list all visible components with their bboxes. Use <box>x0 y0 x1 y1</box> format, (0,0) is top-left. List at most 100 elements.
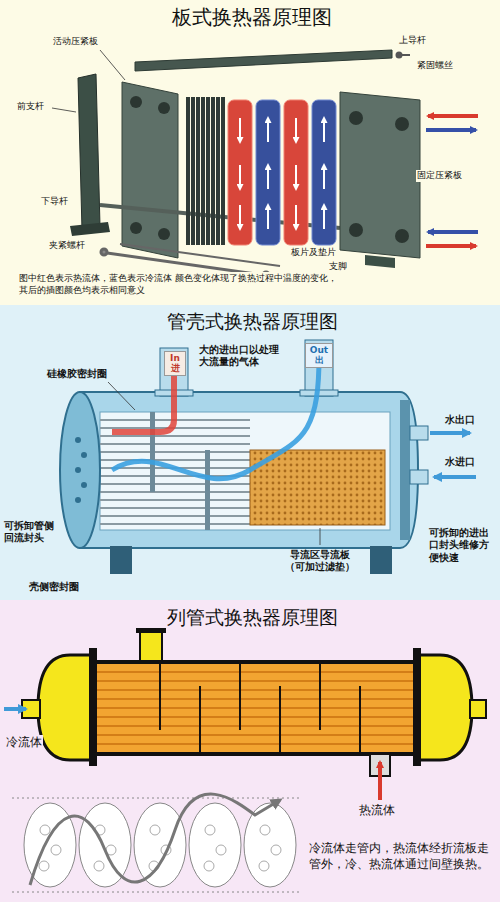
panel-title: 管壳式换热器原理图 <box>2 309 500 334</box>
plate-pack <box>211 97 215 245</box>
end-cap <box>60 392 100 548</box>
port-tag: In 进 <box>164 351 186 376</box>
leg <box>110 546 132 574</box>
spiral-sketch <box>30 794 280 885</box>
hot-plate <box>295 205 297 229</box>
spiral-sketch <box>12 798 300 799</box>
tube <box>97 671 413 673</box>
fixed-plate <box>395 117 409 131</box>
cold-plate <box>323 205 325 229</box>
hot-plate <box>295 118 297 142</box>
spiral-sketch <box>260 825 270 835</box>
spiral-sketch <box>259 861 269 871</box>
spiral-sketch <box>40 825 50 835</box>
tube-bundle <box>100 435 250 437</box>
clamp-bolt <box>120 244 280 266</box>
flow-arrow <box>428 230 478 234</box>
spiral-sketch <box>204 861 214 871</box>
plate-pack <box>196 97 200 245</box>
plate-pack <box>201 97 205 245</box>
baffle <box>159 662 161 730</box>
side-nozzle <box>470 700 486 718</box>
spiral-sketch <box>216 845 226 855</box>
spiral-sketch <box>39 861 49 871</box>
end-cap <box>75 497 81 503</box>
front-support <box>70 222 110 236</box>
water-arrow <box>434 475 476 479</box>
plate-pack <box>206 97 210 245</box>
fixed-plate <box>340 92 420 258</box>
tube-bundle <box>100 459 250 461</box>
spiral-sketch <box>94 861 104 871</box>
flow-arrow <box>428 114 478 118</box>
baffle <box>279 686 281 754</box>
spiral-sketch <box>150 825 160 835</box>
baffle <box>199 686 201 754</box>
part-label: 板片及垫片 <box>290 247 337 259</box>
fluid-arrow <box>4 709 380 800</box>
plate-pack <box>216 97 220 245</box>
flow-arrow <box>426 244 476 248</box>
spiral-sketch <box>12 794 300 892</box>
baffle <box>359 686 361 754</box>
head-cap <box>415 655 472 760</box>
part-label: 可拆卸管侧 回流封头 <box>3 520 59 545</box>
hot-plate <box>240 118 296 229</box>
panel-ground <box>0 600 500 902</box>
nozzle <box>410 470 428 484</box>
plate-pack <box>186 97 190 245</box>
leader-line <box>320 528 321 545</box>
end-cap <box>400 400 410 540</box>
note-text: 图中红色表示热流体，蓝色表示冷流体 颜色变化体现了换热过程中温度的变化，其后的插… <box>18 272 368 296</box>
panel-ground <box>0 0 500 305</box>
fluid-arrow <box>378 762 382 800</box>
part-label: 上导杆 <box>398 35 427 47</box>
part-label: 可拆卸的进出 口封头维修方 便快速 <box>428 527 496 564</box>
head-cap <box>38 655 95 760</box>
tube <box>97 689 413 691</box>
end-cap <box>75 467 81 473</box>
flow-arrow <box>426 128 476 132</box>
movable-plate <box>158 102 170 114</box>
tube <box>97 698 413 700</box>
spiral-sketch <box>12 892 300 893</box>
baffle <box>160 662 360 754</box>
cold-plate <box>268 118 324 229</box>
tube <box>97 716 413 718</box>
cold-plate <box>267 118 269 142</box>
part-label: 活动压紧板 <box>52 36 99 48</box>
tube <box>97 680 413 682</box>
upper-guide-bar <box>402 54 410 56</box>
movable-plate <box>122 82 178 258</box>
tube-bundle <box>100 507 250 509</box>
leader-line <box>108 382 320 545</box>
part-label: 导流区导流板 （可加过滤垫） <box>276 549 364 574</box>
fixed-plate <box>340 92 420 258</box>
side-nozzle <box>22 700 486 776</box>
part-label: 热流体 <box>358 803 396 819</box>
panel-ground <box>0 305 500 600</box>
upper-guide-bar <box>135 50 392 71</box>
hot-plate <box>239 165 241 189</box>
tube-bundle <box>100 491 250 493</box>
front-support <box>78 74 100 230</box>
leg <box>110 546 392 574</box>
tube <box>97 672 413 744</box>
nozzle <box>410 426 428 440</box>
baffle-region <box>205 450 210 530</box>
leader-line <box>52 108 76 112</box>
head-cap <box>38 655 472 760</box>
end-cap <box>81 452 87 458</box>
shell-body <box>95 662 415 754</box>
movable-plate <box>122 82 178 258</box>
part-label: 大的进出口以处理 大流量的气体 <box>198 344 288 369</box>
tube-bundle <box>100 515 250 517</box>
spiral-sketch <box>205 825 215 835</box>
tube-bundle <box>100 499 250 501</box>
part-label: 水出口 <box>444 414 476 426</box>
hot-plate <box>239 118 241 142</box>
support-foot <box>365 255 395 268</box>
fixed-plate <box>395 229 409 243</box>
tube <box>97 734 413 736</box>
panel-title: 列管式换热器原理图 <box>2 605 500 630</box>
